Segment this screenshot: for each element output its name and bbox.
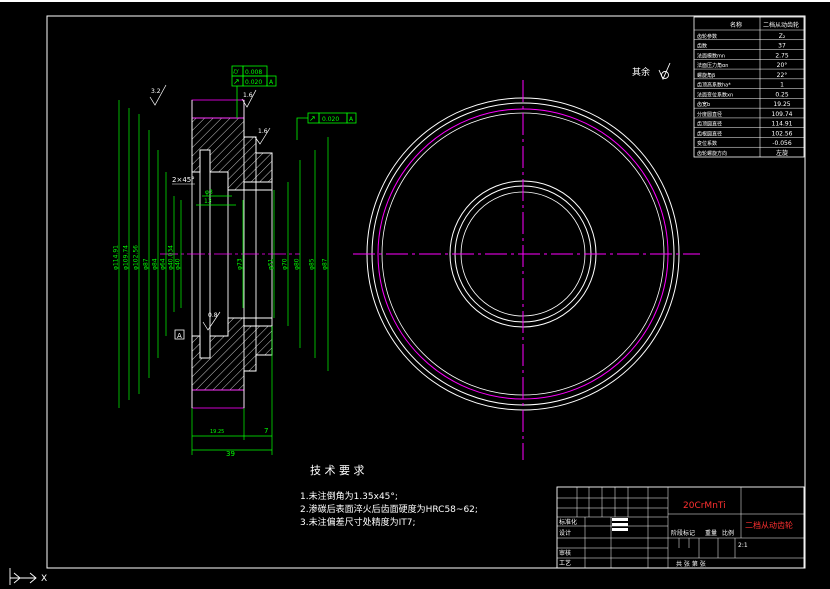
dimension-label: φ87 — [143, 258, 150, 270]
tech-req-1: 1.未注倒角为1.35x45°; — [300, 490, 398, 502]
fcf3-datum: A — [349, 116, 354, 123]
gear-table-row-name: 分度圆直径 — [697, 111, 722, 118]
tb-label-stage: 阶段标记 — [671, 529, 695, 537]
dim-small-13: 13 — [204, 198, 212, 205]
gear-table-row-name: 法面压力角αn — [697, 62, 728, 69]
gear-table-row-value: 2.75 — [775, 52, 789, 59]
gear-table-header-name: 名称 — [730, 21, 742, 29]
roughness-2: 1.6 — [243, 92, 253, 99]
drawing-title: 二档从动齿轮 — [745, 520, 793, 530]
dimension-label: φ109.74 — [123, 245, 130, 270]
dimension-label: φ114.91 — [113, 245, 120, 270]
fcf2-datum: A — [269, 79, 274, 86]
tech-req-3: 3.未注偏差尺寸处精度为IT7; — [300, 516, 416, 528]
surface-finish-label: 其余 — [632, 66, 650, 78]
gear-table-row-name: 齿宽b — [697, 101, 710, 108]
dimension-label: φ64 — [160, 258, 167, 270]
gear-table-row-name: 齿数 — [697, 43, 707, 50]
tb-label-design: 设计 — [559, 529, 571, 537]
dimension-label: φ80 — [294, 258, 301, 270]
gear-table-row-value: 1 — [780, 82, 784, 89]
dimension-label: φ70 — [282, 258, 289, 270]
gear-table-row-name: 法面变位系数xn — [697, 91, 733, 98]
gear-table-row-value: 102.56 — [772, 130, 793, 137]
dimension-label: φ102.56 — [133, 245, 140, 270]
tb-sheet: 共 张 第 张 — [676, 560, 706, 568]
gear-table-header-gear: 二档从动齿轮 — [763, 21, 799, 29]
gear-table-row-name: 变位系数 — [697, 140, 717, 147]
gear-table-row-name: 齿顶高系数ha* — [697, 82, 731, 89]
gear-table-row-value: Z₂ — [779, 33, 786, 40]
roughness-4: 0.8 — [208, 312, 218, 319]
gear-table-row-value: 22° — [777, 72, 788, 79]
fcf2-symbol: ↗ — [233, 77, 240, 86]
gear-table-row-value: 19.25 — [773, 101, 790, 108]
gear-table-row-name: 齿轮参数 — [697, 33, 717, 40]
tb-label-review: 审核 — [559, 549, 571, 557]
gear-table-row-value: -0.056 — [772, 140, 792, 147]
gear-parameter-table: 名称 二档从动齿轮 齿轮参数 Z₂ 齿数 37 法面模数mn 2.75 法面压力角αn 20°… — [693, 16, 805, 158]
gear-table-row-value: 0.25 — [775, 91, 789, 98]
dimension-label: φ40.034 — [168, 245, 175, 270]
material-text: 20CrMnTi — [683, 501, 726, 511]
dimension-label: φ40 — [175, 258, 182, 270]
tb-label-scale: 比例 — [722, 529, 734, 537]
tech-req-2: 2.渗碳后表面淬火后齿面硬度为HRC58~62; — [300, 503, 478, 515]
dim-bottom-7: 7 — [264, 427, 268, 435]
fcf1-value: 0.008 — [245, 69, 262, 76]
dimension-label: φ87 — [322, 258, 329, 270]
gear-table-row-value: 109.74 — [772, 111, 793, 118]
tb-label-standard: 标准化 — [559, 518, 577, 526]
dim-small-phi3: φ3 — [205, 189, 213, 196]
datum-a: A — [177, 332, 182, 340]
dimension-label: φ84 — [152, 258, 159, 270]
dim-chamfer: 2×45° — [172, 176, 195, 184]
tb-label-process: 工艺 — [559, 559, 571, 567]
gear-table-row-name: 齿顶圆直径 — [697, 121, 722, 128]
gear-table-row-value: 37 — [778, 43, 786, 50]
tech-req-title: 技 术 要 求 — [310, 464, 365, 477]
fcf3-value: 0.020 — [322, 116, 339, 123]
fcf-runout — [296, 112, 357, 140]
fcf2-value: 0.020 — [245, 79, 262, 86]
ucs-icon — [9, 568, 37, 585]
dimension-label: φ73 — [237, 258, 244, 270]
dim-bottom-1925: 19.25 — [210, 429, 224, 435]
gear-table-row-value: 左旋 — [776, 149, 788, 157]
gear-table-row-name: 齿轮螺旋方向 — [697, 150, 727, 157]
dimension-label: φ51 — [268, 258, 275, 270]
fcf-flatness — [231, 65, 277, 118]
gear-table-row-name: 法面模数mn — [697, 52, 725, 59]
tb-scale-value: 2:1 — [738, 542, 748, 549]
gear-table-row-value: 20° — [777, 62, 788, 69]
drawing-border — [46, 15, 806, 569]
gear-table-row-name: 螺旋角β — [697, 72, 715, 79]
gear-table-row-value: 114.91 — [772, 121, 793, 128]
title-block: 20CrMnTi 二档从动齿轮 标准化 设计 审核 工艺 阶段标记 重量 比例 … — [556, 486, 805, 569]
fcf1-symbol: ⌭ — [233, 67, 239, 76]
fcf3-symbol: ↗ — [309, 114, 316, 123]
ucs-x-label: X — [41, 574, 47, 584]
dim-bottom-39: 39 — [226, 450, 235, 458]
gear-table-row-name: 齿根圆直径 — [697, 130, 722, 137]
dimension-label: φ85 — [309, 258, 316, 270]
surface-finish-symbol — [658, 62, 671, 81]
screen-top-edge — [0, 0, 830, 2]
roughness-1: 3.2 — [151, 88, 161, 95]
gear-front-view — [353, 80, 700, 460]
tb-label-weight: 重量 — [705, 529, 717, 537]
roughness-3: 1.6 — [258, 128, 268, 135]
